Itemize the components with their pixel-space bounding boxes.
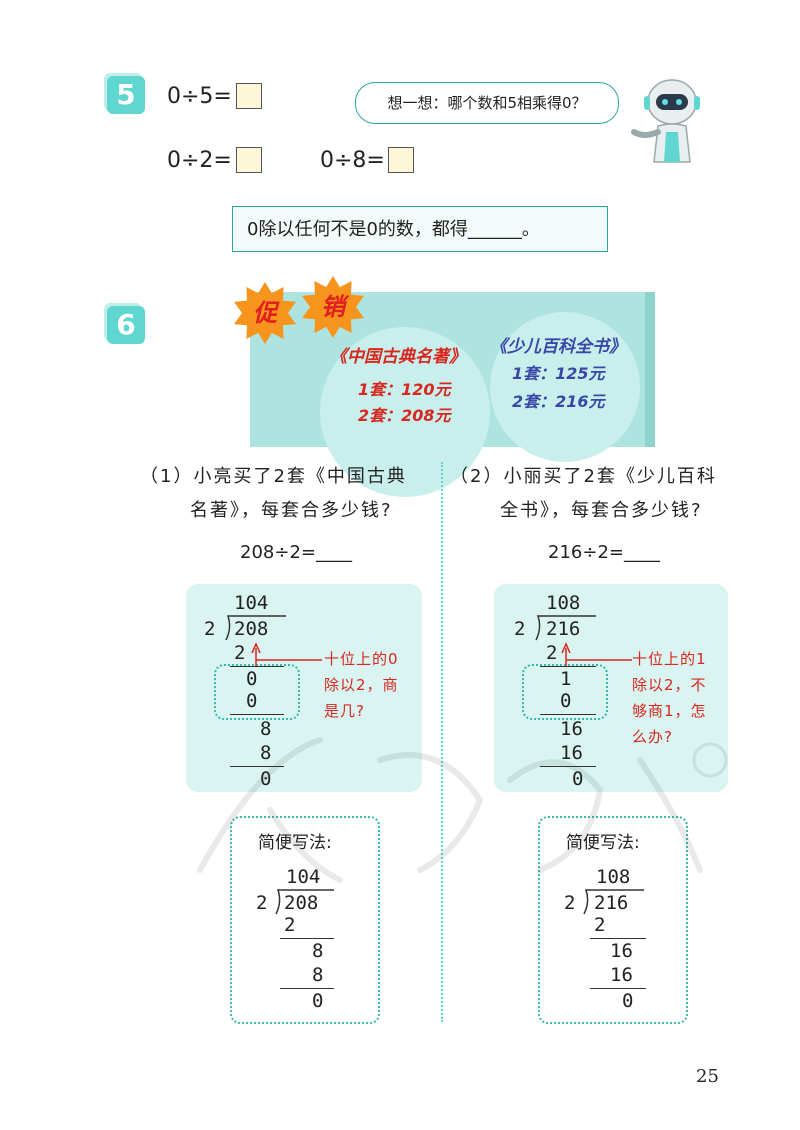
answer-box[interactable]: [236, 147, 262, 173]
question-1-line-2: 名著》，每套合多少钱?: [190, 500, 393, 521]
dividend: 216: [594, 892, 629, 914]
step-line: [280, 938, 334, 939]
book1-title: 《中国古典名著》: [330, 347, 466, 367]
step-line: [540, 666, 596, 667]
step-line: [230, 766, 284, 767]
quotient: 104: [234, 592, 269, 614]
equation-0-div-5: 0÷5=: [167, 84, 232, 109]
division-bracket: [583, 889, 644, 915]
step-row: 0: [260, 768, 272, 790]
question-1-line-1: （1）小亮买了2套《中国古典: [140, 466, 407, 487]
step-row: 2: [594, 914, 606, 936]
robot-icon: [631, 79, 700, 163]
step-row: 16: [560, 742, 583, 764]
step-row: 0: [560, 690, 572, 712]
book1-price-2: 2套：208元: [358, 406, 451, 425]
step-line: [540, 714, 596, 715]
column-divider: [441, 462, 443, 1022]
rule-statement: 0除以任何不是0的数，都得______。: [232, 206, 608, 252]
problem-5-badge: 5: [107, 76, 145, 114]
short-form-title: 简便写法:: [566, 833, 640, 853]
division-bracket: [275, 889, 334, 915]
long-division-panel-left: [186, 584, 422, 792]
step-row: 0: [622, 990, 634, 1012]
divisor: 2: [514, 618, 526, 640]
short-form-box-left: [230, 816, 380, 1024]
book2-title: 《少儿百科全书》: [490, 337, 626, 357]
book2-price-1: 1套：125元: [512, 364, 605, 383]
step-row: 8: [312, 940, 324, 962]
division-bracket: [225, 615, 286, 641]
quotient: 108: [596, 866, 631, 888]
step-row: 2: [546, 642, 558, 664]
page-number: 25: [696, 1066, 719, 1087]
step-row: 0: [572, 768, 584, 790]
arrow-icon: [251, 642, 322, 666]
division-bracket: [535, 615, 596, 641]
equation-216-div-2: 216÷2=____: [548, 542, 660, 563]
hint-note-right: 十位上的1 除以2，不 够商1，怎 么办?: [632, 650, 707, 746]
step-row: 16: [560, 718, 583, 740]
step-row: 0: [246, 668, 258, 690]
question-2-line-2: 全书》，每套合多少钱?: [500, 500, 703, 521]
step-line: [280, 988, 334, 989]
short-form-box-right: [538, 816, 688, 1024]
step-row: 8: [312, 964, 324, 986]
step-row: 16: [610, 940, 633, 962]
short-form-title: 简便写法:: [258, 833, 332, 853]
highlight-box: [214, 664, 300, 720]
step-row: 2: [234, 642, 246, 664]
divisor: 2: [564, 892, 576, 914]
dividend: 208: [284, 892, 319, 914]
dividend: 216: [546, 618, 581, 640]
hint-note-left: 十位上的0 除以2，商 是几?: [324, 650, 399, 720]
equation-0-div-2: 0÷2=: [167, 148, 232, 173]
step-row: 1: [560, 668, 572, 690]
equation-208-div-2: 208÷2=____: [240, 542, 352, 563]
book1-price-1: 1套：120元: [358, 380, 451, 399]
step-line: [590, 938, 646, 939]
step-row: 8: [260, 718, 272, 740]
watermark-logo: [197, 737, 728, 883]
step-row: 2: [284, 914, 296, 936]
step-line: [540, 766, 596, 767]
dividend: 208: [234, 618, 269, 640]
quotient: 104: [286, 866, 321, 888]
step-row: 16: [610, 964, 633, 986]
hint-bubble: 想一想：哪个数和5相乘得0？: [355, 82, 619, 124]
step-line: [230, 714, 284, 715]
problem-6-badge: 6: [107, 306, 145, 344]
step-row: 0: [312, 990, 324, 1012]
divisor: 2: [256, 892, 268, 914]
highlight-box: [522, 664, 608, 720]
step-row: 0: [246, 690, 258, 712]
divisor: 2: [204, 618, 216, 640]
step-row: 8: [260, 742, 272, 764]
arrow-icon: [561, 642, 632, 666]
answer-box[interactable]: [236, 83, 262, 109]
quotient: 108: [546, 592, 581, 614]
book2-price-2: 2套：216元: [512, 392, 605, 411]
step-line: [230, 666, 284, 667]
answer-box[interactable]: [388, 147, 414, 173]
question-2-line-1: （2）小丽买了2套《少儿百科: [450, 466, 717, 487]
promotion-content: 《中国古典名著》 1套：120元 2套：208元 《少儿百科全书》 1套：125…: [250, 292, 645, 447]
long-division-panel-right: [494, 584, 728, 792]
step-line: [590, 988, 646, 989]
equation-0-div-8: 0÷8=: [320, 148, 385, 173]
